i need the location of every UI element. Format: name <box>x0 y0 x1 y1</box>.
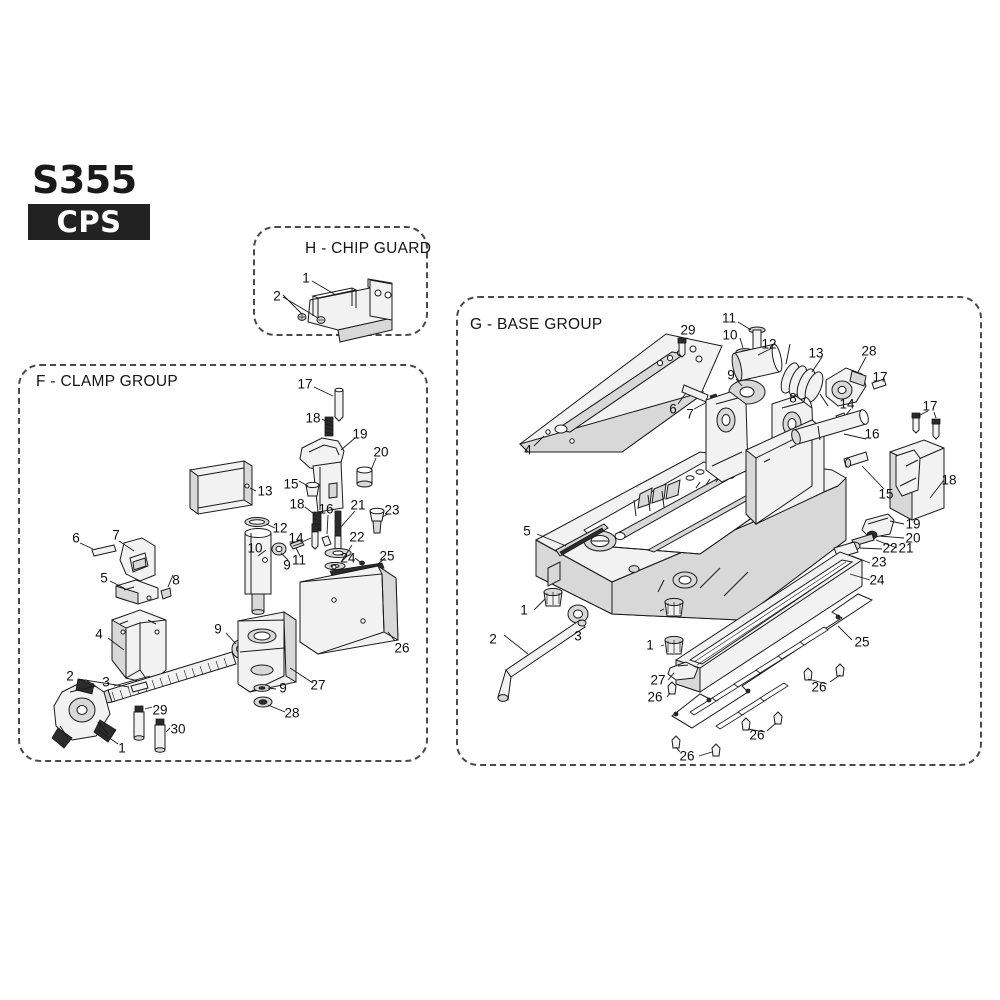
callout-number: 23 <box>384 502 400 518</box>
callout-number: 24 <box>340 550 356 566</box>
callout-number: 13 <box>808 345 824 361</box>
callout-number: 26 <box>811 679 827 695</box>
callout-number: 26 <box>679 748 695 764</box>
callout-number: 16 <box>864 426 880 442</box>
callout-number: 15 <box>283 476 299 492</box>
callout-number: 7 <box>112 527 120 543</box>
callout-number: 2 <box>489 631 497 647</box>
callout-number: 26 <box>647 689 663 705</box>
group-panel-base <box>456 296 982 766</box>
callout-number: 13 <box>257 483 273 499</box>
callout-number: 26 <box>394 640 410 656</box>
callout-number: 4 <box>95 626 103 642</box>
callout-number: 7 <box>686 406 694 422</box>
callout-number: 12 <box>761 336 777 352</box>
callout-number: 3 <box>574 628 582 644</box>
callout-number: 18 <box>941 472 957 488</box>
callout-number: 18 <box>305 410 321 426</box>
callout-number: 17 <box>872 369 888 385</box>
callout-number: 23 <box>871 554 887 570</box>
callout-number: 8 <box>172 572 180 588</box>
logo-series-text: CPS <box>56 205 122 239</box>
callout-number: 25 <box>854 634 870 650</box>
callout-number: 19 <box>352 426 368 442</box>
callout-number: 1 <box>646 637 654 653</box>
product-logo: S355 CPS <box>28 158 178 240</box>
callout-number: 18 <box>289 496 305 512</box>
callout-number: 11 <box>291 552 307 568</box>
callout-number: 15 <box>878 486 894 502</box>
callout-number: 6 <box>669 401 677 417</box>
callout-number: 20 <box>905 530 921 546</box>
callout-number: 1 <box>302 270 310 286</box>
callout-number: 28 <box>861 343 877 359</box>
callout-number: 17 <box>297 376 313 392</box>
callout-number: 11 <box>721 310 737 326</box>
callout-number: 10 <box>722 327 738 343</box>
callout-number: 16 <box>318 501 334 517</box>
group-title-clamp: F - CLAMP GROUP <box>36 373 179 390</box>
callout-number: 5 <box>523 523 531 539</box>
callout-number: 19 <box>905 516 921 532</box>
callout-number: 29 <box>680 322 696 338</box>
callout-number: 14 <box>288 530 304 546</box>
callout-number: 22 <box>349 529 365 545</box>
callout-number: 9 <box>727 367 735 383</box>
logo-series-bar: CPS <box>28 204 150 240</box>
callout-number: 27 <box>650 672 666 688</box>
callout-number: 21 <box>350 497 366 513</box>
callout-number: 8 <box>789 390 797 406</box>
callout-number: 14 <box>839 396 855 412</box>
callout-number: 30 <box>170 721 186 737</box>
callout-number: 21 <box>898 540 914 556</box>
callout-number: 17 <box>922 398 938 414</box>
callout-number: 2 <box>66 668 74 684</box>
callout-number: 9 <box>214 621 222 637</box>
callout-number: 25 <box>379 548 395 564</box>
group-panel-clamp <box>18 364 428 762</box>
group-title-base: G - BASE GROUP <box>470 316 603 333</box>
callout-number: 2 <box>273 288 281 304</box>
callout-number: 20 <box>373 444 389 460</box>
callout-number: 1 <box>118 740 126 756</box>
callout-number: 4 <box>524 442 532 458</box>
callout-number: 10 <box>247 540 263 556</box>
callout-number: 28 <box>284 705 300 721</box>
callout-number: 3 <box>102 674 110 690</box>
callout-number: 22 <box>882 540 898 556</box>
callout-number: 1 <box>520 602 528 618</box>
logo-model-text: S355 <box>32 158 137 202</box>
callout-number: 5 <box>100 570 108 586</box>
callout-number: 12 <box>272 520 288 536</box>
callout-number: 24 <box>869 572 885 588</box>
callout-number: 27 <box>310 677 326 693</box>
callout-number: 9 <box>283 557 291 573</box>
callout-number: 26 <box>749 727 765 743</box>
group-title-chip-guard: H - CHIP GUARD <box>305 240 432 257</box>
callout-number: 29 <box>152 702 168 718</box>
callout-number: 9 <box>279 680 287 696</box>
callout-number: 6 <box>72 530 80 546</box>
